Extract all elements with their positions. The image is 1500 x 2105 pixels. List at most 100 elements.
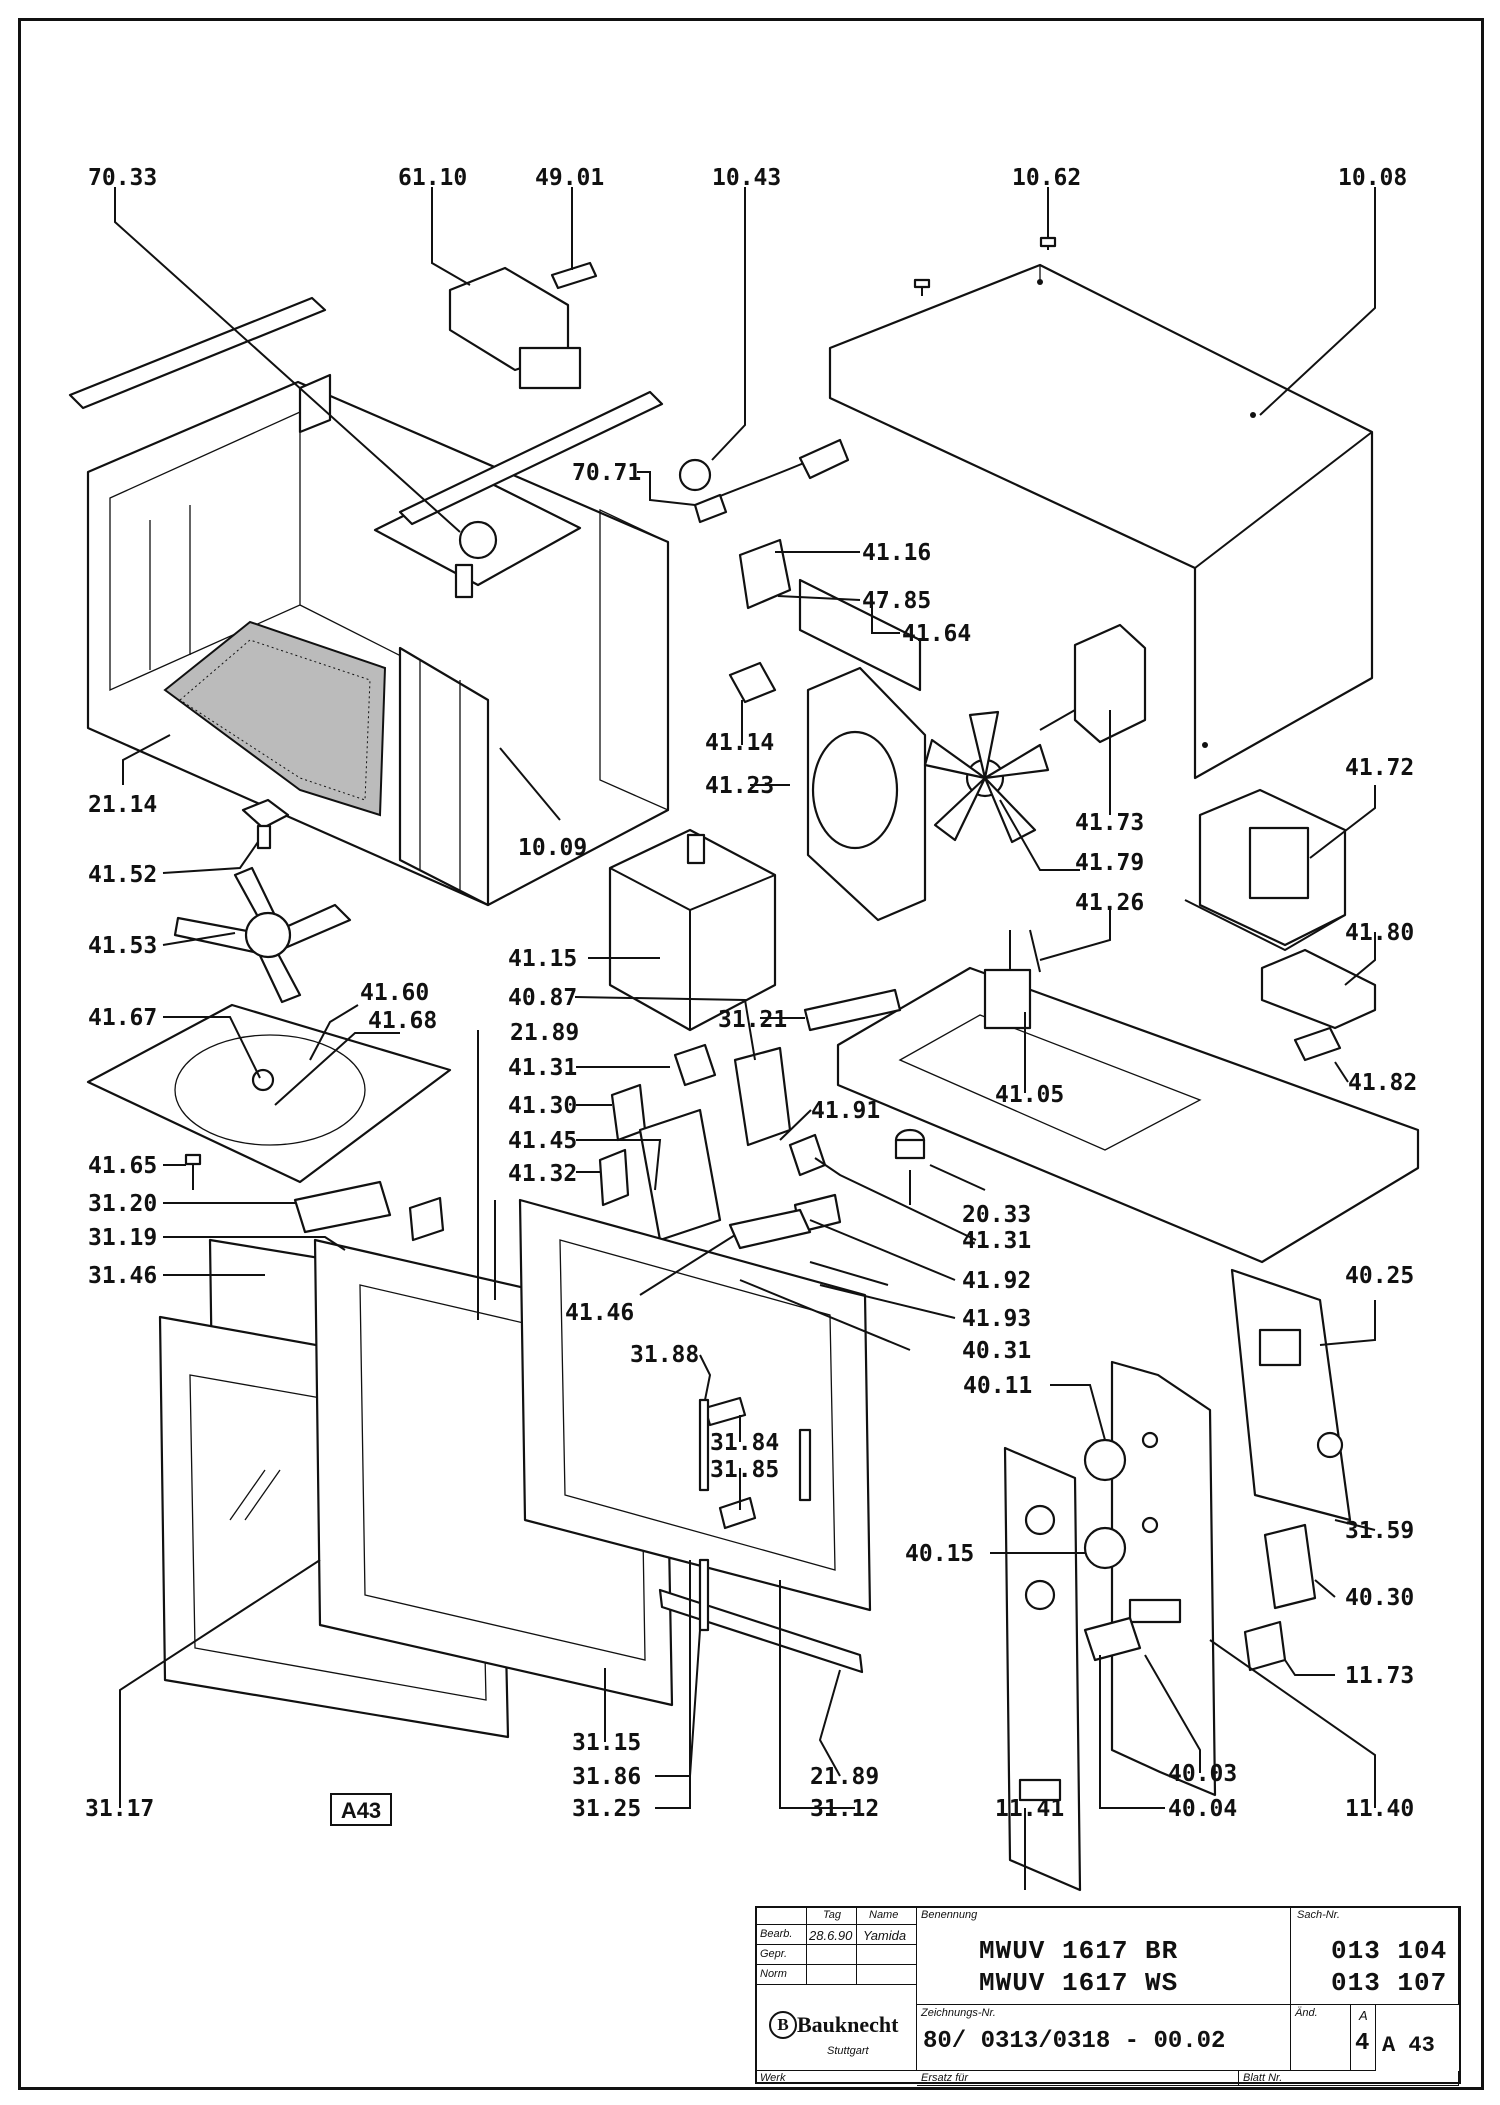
floor-mesh [163,620,387,817]
fan-duct-41-23 [806,666,927,922]
label-40-31: 40.31 [962,1338,1031,1364]
bracket-31-21 [803,988,902,1032]
tb-col-sach: Sach-Nr. [1297,1909,1340,1921]
tb-row-gepr: Gepr. [760,1948,788,1960]
control-board-40-11 [1083,1360,1217,1797]
tb-aend-label: Änd. [1295,2007,1318,2019]
part-labels: 70.33 61.10 49.01 10.43 10.62 10.08 70.7… [85,165,1417,1822]
label-10-08: 10.08 [1338,165,1407,191]
label-41-31-upper: 41.31 [508,1055,577,1081]
label-21-89-lower: 21.89 [810,1764,879,1790]
label-31-17: 31.17 [85,1796,154,1822]
label-40-11: 40.11 [963,1373,1032,1399]
label-41-82: 41.82 [1348,1070,1417,1096]
door-latches [698,1396,812,1632]
label-31-12: 31.12 [810,1796,879,1822]
label-40-30: 40.30 [1345,1585,1414,1611]
turntable-motor-plate [86,1003,452,1184]
fuse-49-01 [550,261,598,290]
label-31-88: 31.88 [630,1342,699,1368]
tb-row-norm: Norm [760,1968,787,1980]
label-41-73: 41.73 [1075,810,1144,836]
label-41-65: 41.65 [88,1153,157,1179]
tb-model-1: MWUV 1617 BR [979,1936,1179,1966]
turntable-coupler-41-52 [241,798,290,850]
label-41-32: 41.32 [508,1161,577,1187]
label-11-40: 11.40 [1345,1796,1414,1822]
label-41-14: 41.14 [705,730,774,756]
magnetron-41-15 [608,828,777,1032]
label-40-03: 40.03 [1168,1761,1237,1787]
top-strip-rails [68,296,664,526]
label-49-01: 49.01 [535,165,604,191]
tb-sach-2: 013 107 [1331,1968,1448,1998]
label-31-59: 31.59 [1345,1518,1414,1544]
drawing-sheet-border [18,18,1484,2090]
label-31-20: 31.20 [88,1191,157,1217]
label-41-93: 41.93 [962,1306,1031,1332]
label-40-87: 40.87 [508,985,577,1011]
cabinet-cover [828,263,1374,780]
fan-blade-41-79 [923,710,1050,844]
oven-cavity-chassis [86,373,670,907]
label-41-53: 41.53 [88,933,157,959]
label-31-25: 31.25 [572,1796,641,1822]
tb-zeichnungs-nr: 80/ 0313/0318 - 00.02 [923,2028,1226,2055]
label-41-30: 41.30 [508,1093,577,1119]
label-41-67: 41.67 [88,1005,157,1031]
label-31-21: 31.21 [718,1007,787,1033]
label-31-15: 31.15 [572,1730,641,1756]
tb-bearb-name: Yamida [863,1928,907,1943]
brand-city: Stuttgart [827,2045,869,2057]
label-41-15: 41.15 [508,946,577,972]
tb-sach-1: 013 104 [1331,1936,1448,1966]
label-70-71: 70.71 [572,460,641,486]
tb-bearb-date: 28.6.90 [809,1928,853,1943]
tb-col-name: Name [869,1909,899,1921]
label-31-84: 31.84 [710,1430,779,1456]
control-panel-front-11-41 [1003,1446,1082,1892]
label-41-80: 41.80 [1345,920,1414,946]
switch-40-03 [1083,1616,1142,1662]
relay-61-10 [448,266,582,390]
tb-aend-top: A [1359,2008,1368,2023]
diode-41-82 [1293,1026,1342,1062]
label-10-43: 10.43 [712,165,781,191]
base-plate [836,929,1420,1264]
label-41-45: 41.45 [508,1128,577,1154]
title-block: Tag Name Benennung Sach-Nr. Bearb. 28.6.… [755,1906,1461,2086]
label-31-86: 31.86 [572,1764,641,1790]
label-41-60: 41.60 [360,980,429,1006]
label-41-68: 41.68 [368,1008,437,1034]
thermostat-bracket [738,538,922,692]
foot-20-33 [894,1128,926,1205]
label-31-46: 31.46 [88,1263,157,1289]
label-11-73: 11.73 [1345,1663,1414,1689]
label-21-14: 21.14 [88,792,157,818]
label-47-85: 47.85 [862,588,931,614]
label-10-62: 10.62 [1012,165,1081,191]
label-40-15: 40.15 [905,1541,974,1567]
tb-col-tag: Tag [823,1909,841,1921]
brand-logo-badge: B [769,2011,797,2039]
label-41-64: 41.64 [902,621,971,647]
label-70-33: 70.33 [88,165,157,191]
label-41-91: 41.91 [811,1098,880,1124]
label-41-26: 41.26 [1075,890,1144,916]
label-41-05: 41.05 [995,1082,1064,1108]
label-41-46: 41.46 [565,1300,634,1326]
sheet-tag-box: A43 [330,1793,392,1826]
label-41-16: 41.16 [862,540,931,566]
roller-support-41-53 [173,866,352,1004]
bracket-11-73 [1243,1620,1287,1672]
tb-ersatz-label: Ersatz für [921,2072,969,2084]
label-61-10: 61.10 [398,165,467,191]
label-41-52: 41.52 [88,862,157,888]
screw-10-62 [913,222,1057,296]
capacitor-41-80 [1260,948,1377,1030]
tb-model-2: MWUV 1617 WS [979,1968,1179,1998]
switch-40-30 [1263,1523,1317,1610]
leader-lines [114,187,1376,1890]
label-31-85: 31.85 [710,1457,779,1483]
